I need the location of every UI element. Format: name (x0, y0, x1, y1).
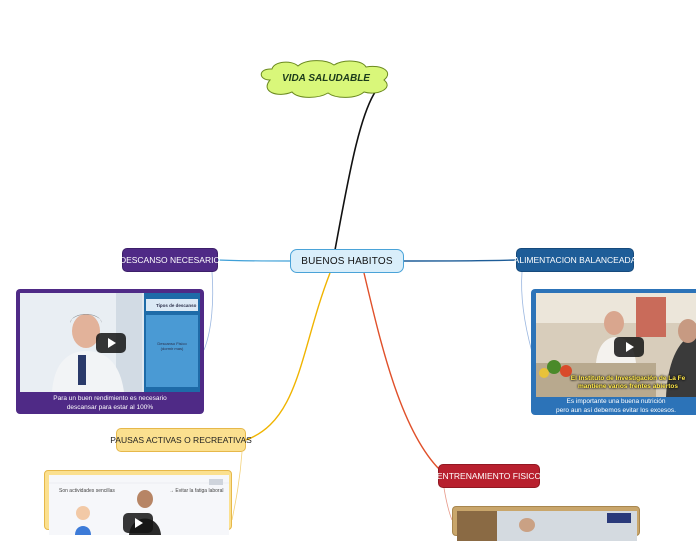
video-thumbnail[interactable]: Son actividades sencillas → Evitar la fa… (49, 475, 229, 535)
central-topic-buenos-habitos[interactable]: BUENOS HABITOS (290, 249, 404, 273)
video-thumbnail[interactable] (536, 293, 696, 397)
link-central-alimentacion (403, 259, 517, 262)
play-icon[interactable] (123, 513, 153, 533)
panel-body: Descanso Fisico (dormir mas) (148, 341, 196, 351)
root-topic-label: VIDA SALUDABLE (282, 72, 370, 84)
topic-entrenamiento-fisico[interactable]: ENTRENAMIENTO FISICO (437, 464, 541, 488)
video-subtitle: El Instituto de Investigación de La Fe m… (561, 375, 695, 391)
slide-label: Son actividades sencillas (59, 488, 115, 494)
link-alimentacion-card (521, 271, 533, 353)
video-thumbnail[interactable]: Tipos de descanso Descanso Fisico (dormi… (20, 293, 200, 392)
card-caption: Es importante una buena nutrición pero a… (531, 397, 696, 415)
video-frame-illustration (536, 293, 696, 397)
play-icon[interactable] (614, 337, 644, 357)
topic-descanso-necesario[interactable]: DESCANSO NECESARIO (120, 248, 220, 272)
cloud-shape (260, 60, 389, 98)
topic-pausas-activas[interactable]: PAUSAS ACTIVAS O RECREATIVAS (110, 428, 252, 452)
topic-alimentacion-balanceada[interactable]: ALIMENTACION BALANCEADA (514, 248, 636, 272)
video-frame-illustration (457, 511, 637, 541)
link-central-descanso (217, 259, 291, 262)
link-central-pausas (245, 272, 331, 441)
caption-line: Para un buen rendimiento es necesario (53, 395, 167, 402)
link-root-central (334, 87, 379, 251)
link-entren-card (443, 487, 453, 520)
video-card-descanso[interactable]: Tipos de descanso Descanso Fisico (dormi… (16, 289, 204, 414)
root-topic-vida-saludable[interactable]: VIDA SALUDABLE (256, 58, 396, 98)
video-frame-illustration (20, 293, 200, 392)
video-card-pausas[interactable]: Son actividades sencillas → Evitar la fa… (44, 470, 232, 535)
video-thumbnail[interactable] (457, 511, 637, 541)
link-descanso-card (203, 271, 214, 351)
caption-line: descansar para estar al 100% (66, 404, 154, 411)
connection-lines (203, 87, 533, 520)
video-card-entrenamiento[interactable] (452, 506, 640, 541)
subtitle-line: El Instituto de Investigación de La Fe (570, 375, 686, 382)
link-central-entrenamiento (363, 272, 441, 471)
video-card-alimentacion[interactable]: El Instituto de Investigación de La Fe m… (531, 289, 696, 415)
caption-line: Es importante una buena nutrición (566, 398, 666, 405)
subtitle-line: mantiene varios frentes abiertos (577, 383, 679, 390)
slide-label: → Evitar la fatiga laboral (169, 488, 224, 494)
caption-line: pero aun así debemos evitar los excesos. (556, 407, 676, 414)
panel-line: (dormir mas) (160, 346, 184, 351)
play-icon[interactable] (96, 333, 126, 353)
panel-line: Descanso Fisico (157, 341, 187, 346)
card-caption: Para un buen rendimiento es necesario de… (16, 394, 204, 412)
link-pausas-card (231, 451, 243, 520)
panel-title: Tipos de descanso (156, 303, 197, 308)
